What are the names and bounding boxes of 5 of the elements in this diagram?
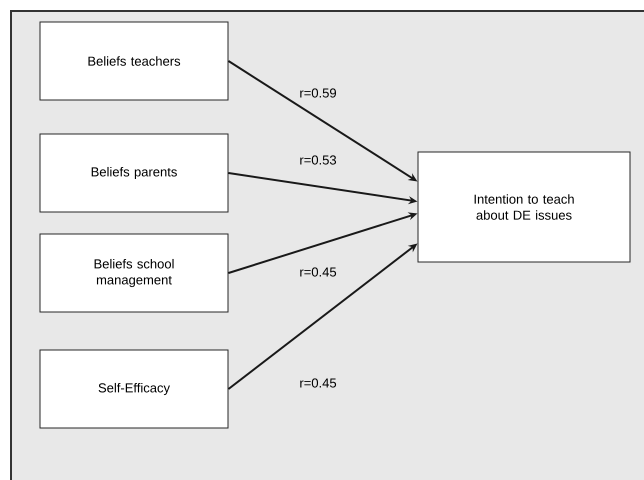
factor-box: Beliefs teachers [40, 22, 228, 100]
factor-box: Self-Efficacy [40, 350, 228, 428]
factor-box: Intention to teach about DE issues [418, 152, 630, 262]
factor-box: Beliefs parents [40, 134, 228, 212]
factor-box: Beliefs school management [40, 234, 228, 312]
